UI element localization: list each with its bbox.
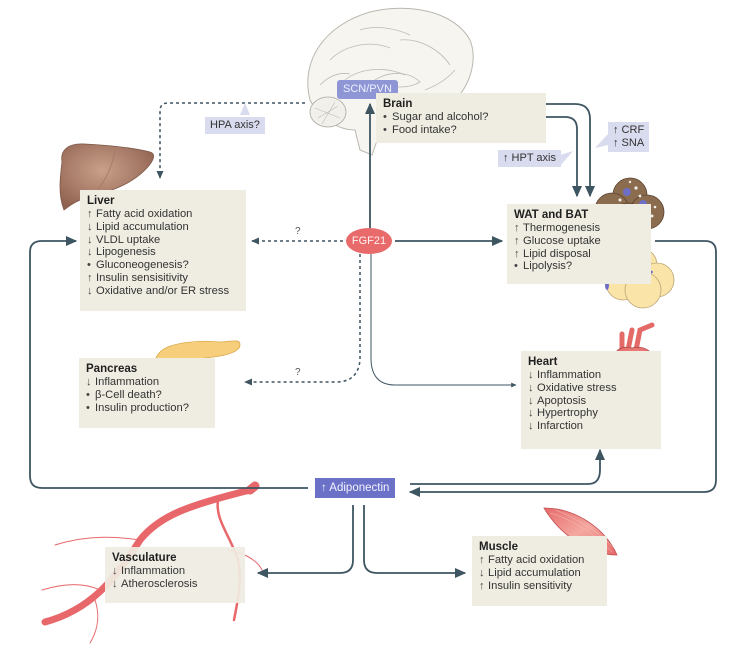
crf-callout-pointer xyxy=(595,134,608,148)
arrow-brain-to-wat-1 xyxy=(545,103,596,198)
heart-item: ↓Apoptosis xyxy=(528,394,587,407)
arrow-fgf21-to-pancreas xyxy=(244,254,361,386)
liver-item: ↓Oxidative and/or ER stress xyxy=(87,284,230,297)
hpa-callout-pointer xyxy=(240,103,250,115)
hpa-axis-tag: HPA axis? xyxy=(205,117,265,134)
muscle-item: ↑Fatty acid oxidation xyxy=(479,554,585,566)
liver-item: ↓VLDL uptake xyxy=(87,233,161,246)
vasculature-title: Vasculature xyxy=(112,552,177,564)
wat-bat-item: ↑Thermogenesis xyxy=(514,222,601,234)
pancreas-title: Pancreas xyxy=(86,363,138,375)
liver-item: ↑Insulin sensisitivity xyxy=(87,271,189,284)
pancreas-item: •β-Cell death? xyxy=(86,388,162,401)
wat-bat-box: WAT and BAT ↑Thermogenesis ↑Glucose upta… xyxy=(507,204,651,284)
adiponectin-node: ↑ Adiponectin xyxy=(315,478,396,498)
hpt-axis-tag: ↑ HPT axis xyxy=(498,150,561,167)
liver-title: Liver xyxy=(87,195,115,207)
arrow-adiponectin-to-heart xyxy=(410,448,606,485)
wat-bat-title: WAT and BAT xyxy=(514,209,589,221)
crf-label: ↑ CRF xyxy=(613,124,645,136)
vasculature-box: Vasculature ↓Inflammation ↓Atheroscleros… xyxy=(105,547,245,603)
arrow-wat-to-adiponectin xyxy=(408,240,717,498)
pancreas-link-question: ? xyxy=(295,367,301,378)
arrow-adiponectin-to-liver xyxy=(29,235,308,489)
wat-bat-item: ↑Glucose uptake xyxy=(514,234,601,247)
crf-sna-tag: ↑ CRF ↑ SNA xyxy=(608,122,650,152)
brain-item: •Sugar and alcohol? xyxy=(383,111,489,123)
brain-box: Brain •Sugar and alcohol? •Food intake? xyxy=(376,93,546,143)
brain-title: Brain xyxy=(383,98,413,110)
arrow-brain-to-liver-hpa xyxy=(156,102,305,179)
arrow-adiponectin-to-muscle xyxy=(363,505,467,579)
muscle-box: Muscle ↑Fatty acid oxidation ↓Lipid accu… xyxy=(472,536,607,606)
wat-bat-item: ↑Lipid disposal xyxy=(514,247,591,260)
muscle-title: Muscle xyxy=(479,541,518,553)
pancreas-item: •Insulin production? xyxy=(86,401,189,414)
arrow-brain-to-wat-2 xyxy=(545,116,583,198)
liver-item: ↓Lipogenesis xyxy=(87,246,156,259)
sna-label: ↑ SNA xyxy=(613,137,645,149)
liver-box: Liver ↑Fatty acid oxidation ↓Lipid accum… xyxy=(80,190,246,311)
liver-item: •Gluconeogenesis? xyxy=(87,259,189,272)
liver-item: ↑Fatty acid oxidation xyxy=(87,208,193,220)
muscle-item: ↓Lipid accumulation xyxy=(479,566,581,579)
vasculature-item: ↓Inflammation xyxy=(112,565,186,577)
heart-item: ↓Hypertrophy xyxy=(528,407,598,420)
arrow-fgf21-to-heart xyxy=(370,254,517,388)
arrow-adiponectin-to-vasculature xyxy=(256,505,354,579)
liver-item: ↓Lipid accumulation xyxy=(87,220,189,233)
liver-link-question: ? xyxy=(295,226,301,237)
heart-item: ↓Inflammation xyxy=(528,369,602,381)
pancreas-item: ↓Inflammation xyxy=(86,376,160,388)
connectors xyxy=(29,102,717,579)
heart-item: ↓Oxidative stress xyxy=(528,381,617,394)
heart-item: ↓Infarction xyxy=(528,420,584,433)
heart-box: Heart ↓Inflammation ↓Oxidative stress ↓A… xyxy=(521,351,661,449)
brain-item: •Food intake? xyxy=(383,123,457,136)
muscle-item: ↑Insulin sensitivity xyxy=(479,579,572,592)
heart-title: Heart xyxy=(528,356,558,368)
fgf21-node: FGF21 xyxy=(346,228,392,254)
wat-bat-item: •Lipolysis? xyxy=(514,260,573,273)
hpt-callout-pointer xyxy=(560,151,573,166)
vasculature-item: ↓Atherosclerosis xyxy=(112,577,198,590)
pancreas-box: Pancreas ↓Inflammation •β-Cell death? •I… xyxy=(79,358,215,428)
